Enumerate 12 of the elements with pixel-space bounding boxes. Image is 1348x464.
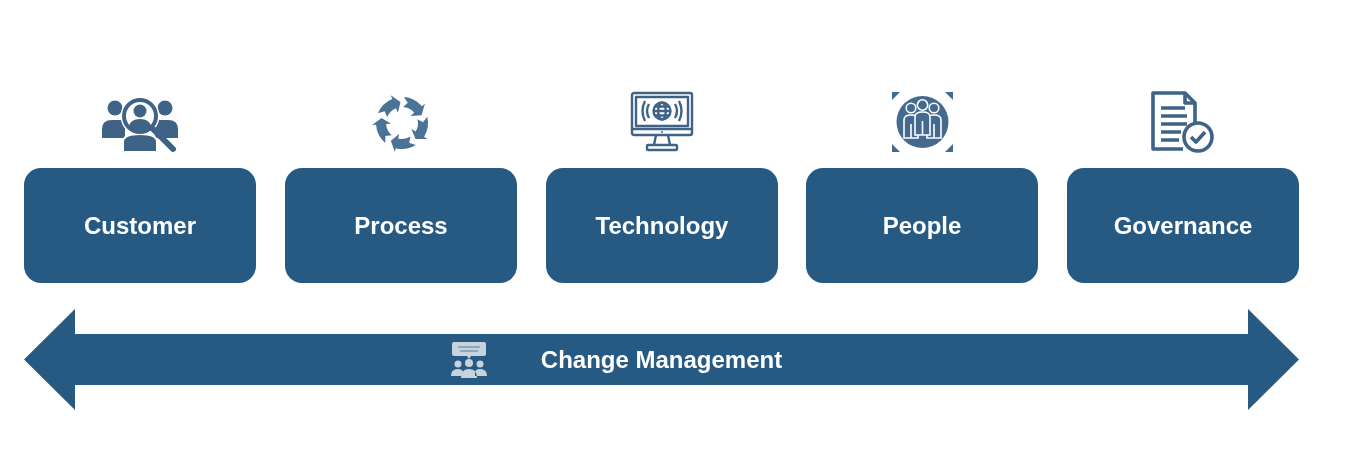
- box-label: Technology: [595, 211, 729, 240]
- box-label: Governance: [1113, 211, 1253, 240]
- double-arrow-band: [24, 309, 1299, 410]
- box-label: Process: [354, 211, 448, 240]
- category-box: [546, 168, 778, 283]
- category-box: [24, 168, 256, 283]
- box-label: Customer: [84, 211, 196, 240]
- band-label: Change Management: [540, 345, 783, 374]
- box-label: People: [882, 211, 962, 240]
- category-box: [1067, 168, 1299, 283]
- category-box: [806, 168, 1038, 283]
- category-box: [285, 168, 517, 283]
